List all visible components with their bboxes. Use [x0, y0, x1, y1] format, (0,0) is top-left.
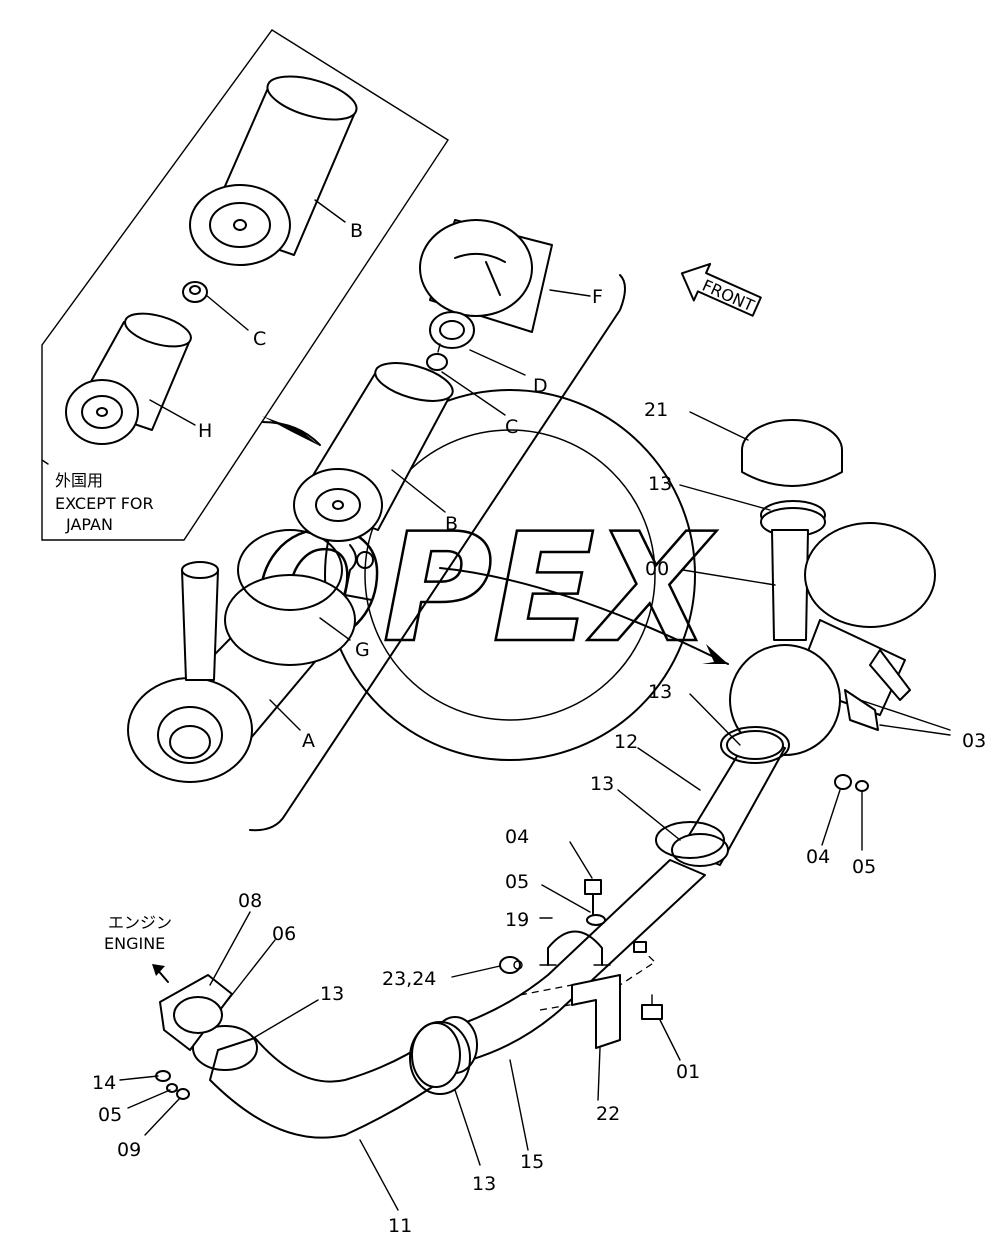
callout-06: 06: [272, 923, 296, 945]
callout-h: H: [198, 420, 212, 442]
band-13-elbow: [192, 1025, 258, 1071]
callout-b-inset: B: [350, 220, 363, 242]
callout-09: 09: [117, 1139, 141, 1161]
callout-03: 03: [962, 730, 986, 752]
engine-arrow: [152, 964, 169, 983]
band-13-hose: [655, 821, 725, 859]
inset-arrow: [261, 421, 321, 446]
callout-g: G: [355, 639, 370, 661]
band-13-mid: [720, 726, 790, 764]
clip-01: [641, 994, 663, 1020]
gasket-08-flange-06: [159, 974, 233, 1051]
callout-05-left: 05: [98, 1104, 122, 1126]
note-engine-jp: エンジン: [108, 913, 172, 932]
note-engine-en: ENGINE: [104, 934, 165, 953]
bracket-22: [571, 974, 621, 1049]
note-except-line1: EXCEPT FOR: [55, 494, 154, 513]
callout-13-elbow: 13: [320, 983, 344, 1005]
callout-c-main: C: [505, 416, 518, 438]
pipe-00: [771, 529, 809, 641]
callout-12: 12: [614, 731, 638, 753]
connection-arrow: [439, 567, 729, 665]
air-cleaner-body-a: [127, 561, 356, 783]
callout-d: D: [533, 375, 548, 397]
callout-01: 01: [676, 1061, 700, 1083]
band-13-bottom: [409, 1021, 471, 1095]
callout-19: 19: [505, 909, 529, 931]
pipe-15: [432, 859, 706, 1074]
hose-12: [671, 730, 786, 867]
callout-b-main: B: [445, 513, 458, 535]
callout-a: A: [302, 730, 315, 752]
clamp-19: [539, 930, 611, 966]
callout-11: 11: [388, 1215, 412, 1237]
washers-14-05-09: [155, 1070, 190, 1100]
callout-08: 08: [238, 890, 262, 912]
callout-13-bottom: 13: [472, 1173, 496, 1195]
filter-b-main: [293, 362, 454, 542]
bolt-04: [584, 879, 606, 926]
cap-f: [419, 219, 553, 333]
inset-filter-h: [65, 312, 192, 445]
group-bracket: [249, 274, 626, 832]
inset-filter-b: [189, 75, 358, 266]
front-arrow: FRONT: [680, 262, 762, 317]
turbocharger-03: [729, 522, 936, 756]
callout-14: 14: [92, 1072, 116, 1094]
callout-04-bolt: 04: [505, 826, 529, 848]
callout-05-right: 05: [852, 856, 876, 878]
callout-13-hose: 13: [590, 773, 614, 795]
clamp-g: [237, 529, 374, 611]
inset-panel: [41, 29, 449, 541]
callout-c-inset: C: [253, 328, 266, 350]
callout-23-24: 23,24: [382, 968, 436, 990]
callout-13-mid: 13: [648, 681, 672, 703]
callout-f: F: [592, 286, 603, 308]
inset-nut-c: [182, 281, 249, 331]
note-foreign-jp: 外国用: [55, 471, 103, 490]
bolt-04-right: [834, 774, 869, 792]
notes: 外国用 EXCEPT FOR JAPAN エンジン ENGINE: [55, 471, 172, 953]
precleaner-21: [741, 419, 843, 487]
callout-00: 00: [645, 558, 669, 580]
callout-04-right: 04: [806, 846, 830, 868]
elbow-11: [209, 1022, 461, 1139]
callout-21: 21: [644, 399, 668, 421]
leader-lines: [119, 411, 951, 1211]
callout-15: 15: [520, 1151, 544, 1173]
front-label: FRONT: [699, 276, 757, 316]
callout-13-top: 13: [648, 473, 672, 495]
nut-23-24: [499, 956, 523, 974]
callout-05-bolt: 05: [505, 871, 529, 893]
note-except-line2: JAPAN: [65, 515, 113, 534]
seal-d: [426, 311, 475, 371]
callout-22: 22: [596, 1103, 620, 1125]
callout-labels: B C H F D C B G A 21 13 00 13 03 12 13 0…: [92, 220, 986, 1237]
